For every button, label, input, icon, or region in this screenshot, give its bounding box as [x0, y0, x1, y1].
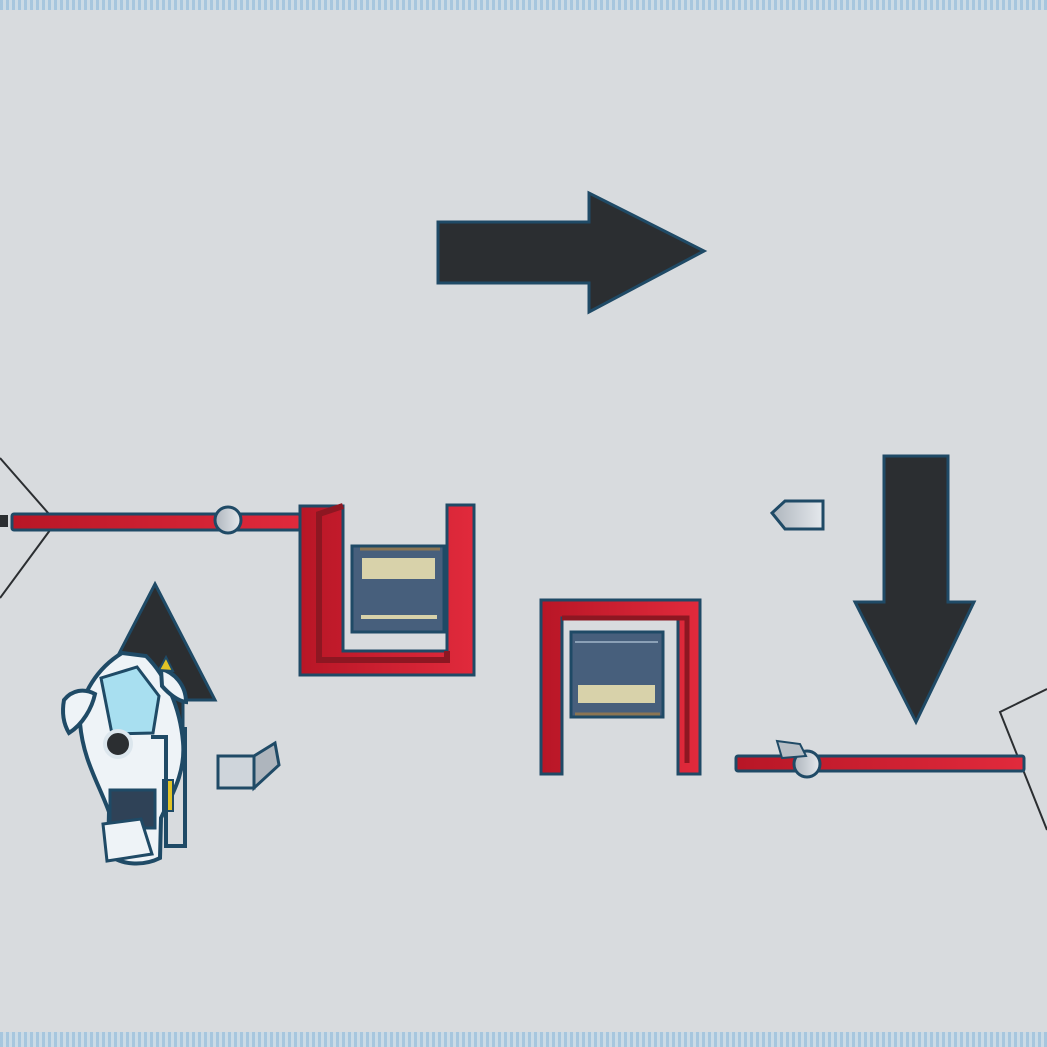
u-shaped-red-frame[interactable] — [298, 503, 476, 677]
grid-edge-top — [0, 0, 1047, 10]
display-panel-lower[interactable] — [569, 630, 665, 719]
arrow-right-icon[interactable] — [436, 190, 708, 315]
arrow-down-icon[interactable] — [852, 454, 977, 726]
robot-icon[interactable] — [61, 650, 189, 866]
display-panel-upper[interactable] — [350, 544, 446, 634]
small-gray-block-lower-left[interactable] — [216, 740, 281, 792]
grid-edge-bottom — [0, 1032, 1047, 1047]
diamond-outline-right — [998, 688, 1047, 831]
rail-connector-right[interactable] — [792, 749, 822, 779]
inverted-u-red-frame[interactable] — [539, 598, 702, 776]
small-gray-block-top-right[interactable] — [769, 499, 825, 531]
right-red-rail[interactable] — [734, 739, 1026, 779]
rail-connector-left[interactable] — [213, 505, 243, 535]
